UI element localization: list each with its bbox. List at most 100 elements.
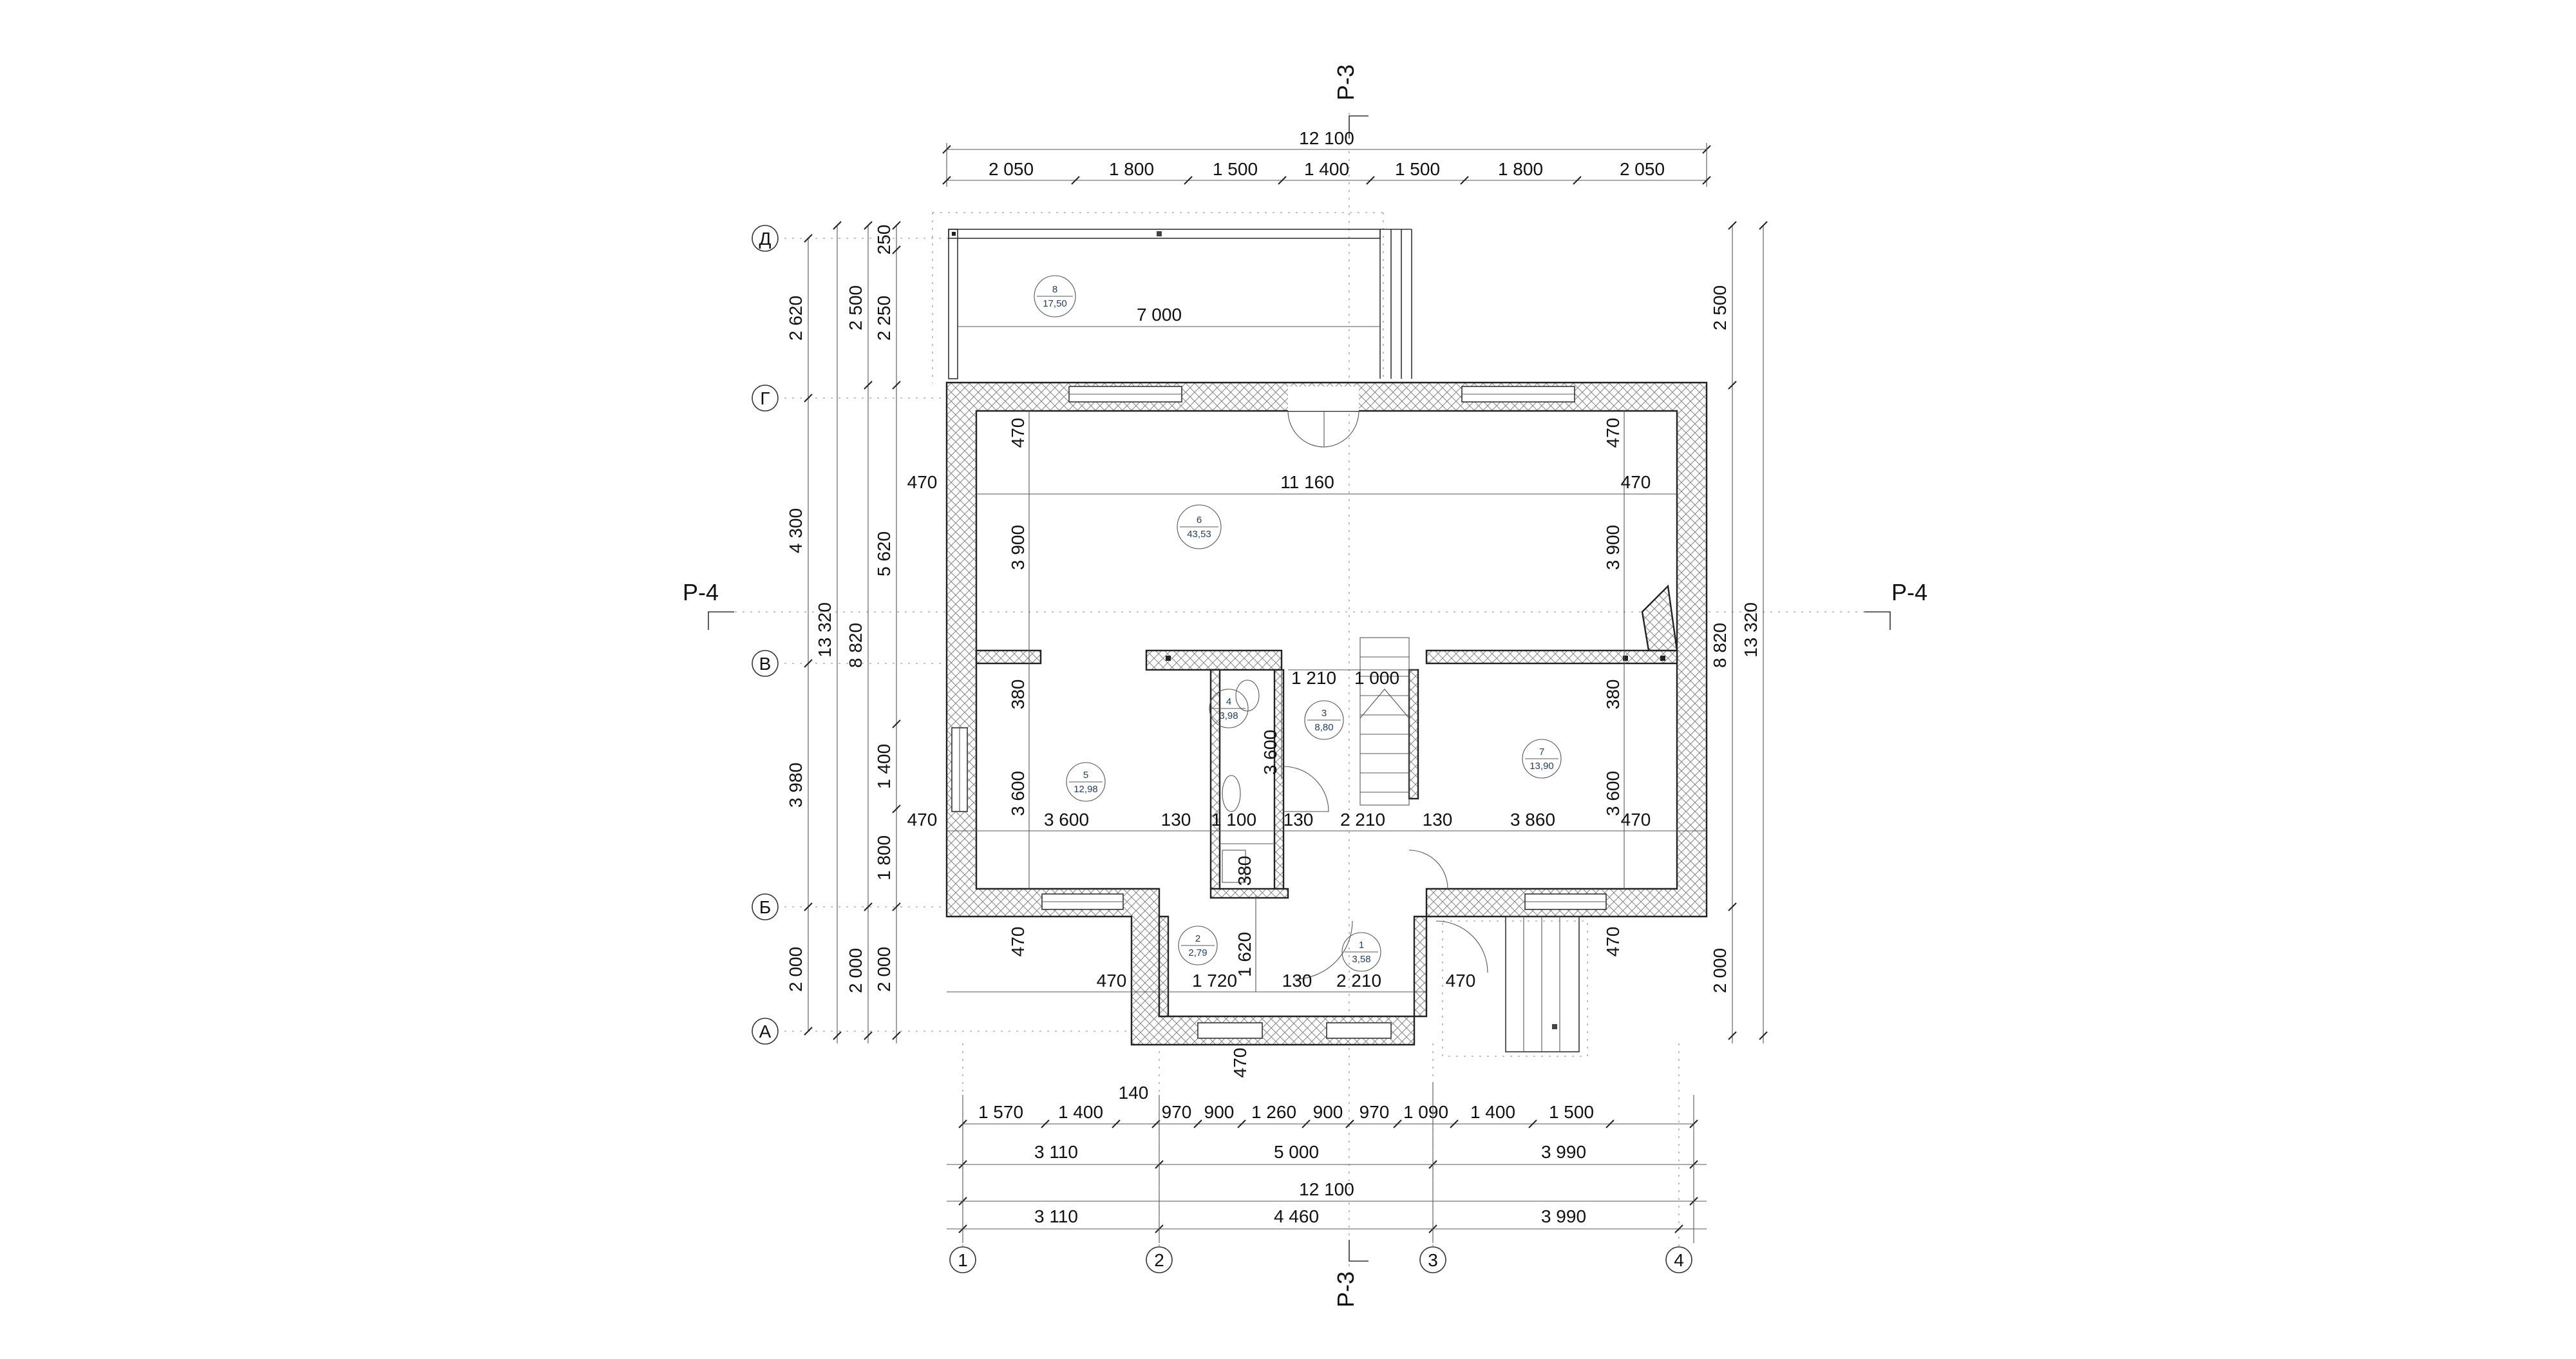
dim-row-470-left: 470 [907, 810, 938, 830]
svg-text:А: А [759, 1022, 772, 1041]
svg-text:2,79: 2,79 [1188, 947, 1207, 958]
dim-1000: 1 000 [1354, 668, 1399, 688]
svg-text:900: 900 [1313, 1102, 1343, 1122]
porch-steps [1442, 916, 1588, 1057]
dim-3900-left: 3 900 [1008, 525, 1028, 570]
svg-text:3 110: 3 110 [1034, 1142, 1078, 1162]
axis-bubble-v: В [752, 650, 779, 677]
svg-text:13 320: 13 320 [815, 602, 835, 658]
axis-bubble-g: Г [752, 385, 779, 412]
svg-text:Д: Д [759, 229, 772, 249]
terrace [948, 229, 1412, 379]
svg-text:2 000: 2 000 [786, 947, 806, 992]
svg-text:3,58: 3,58 [1352, 954, 1370, 965]
dim-row-2210: 2 210 [1340, 810, 1385, 830]
svg-text:2 050: 2 050 [989, 159, 1034, 179]
room-tag-5: 5 12,98 [1066, 762, 1106, 802]
stair [1359, 637, 1410, 806]
svg-text:970: 970 [1359, 1102, 1390, 1122]
axis-bubble-4: 4 [1665, 1246, 1692, 1273]
dim-row-130-a: 130 [1161, 810, 1191, 830]
dim-row-130-c: 130 [1423, 810, 1453, 830]
dim-row-130-b: 130 [1283, 810, 1314, 830]
dim-1210: 1 210 [1291, 668, 1336, 688]
dim-bath-380: 380 [1235, 856, 1255, 886]
section-label-bottom: Р-3 [1332, 1271, 1359, 1307]
svg-text:4: 4 [1674, 1250, 1684, 1270]
svg-text:Г: Г [760, 388, 770, 408]
dim-470-left: 470 [907, 472, 938, 492]
terrace-width-dim: 7 000 [1137, 305, 1182, 325]
exterior-walls [945, 381, 1708, 1046]
svg-text:3,98: 3,98 [1219, 710, 1238, 721]
svg-text:43,53: 43,53 [1187, 529, 1211, 540]
dim-porch-470-right: 470 [1446, 971, 1476, 991]
svg-text:970: 970 [1162, 1102, 1192, 1122]
svg-text:8 820: 8 820 [846, 623, 866, 668]
svg-text:4 460: 4 460 [1274, 1206, 1319, 1226]
dim-3600-mid: 3 600 [1260, 730, 1280, 775]
dim-porch-1720: 1 720 [1192, 971, 1237, 991]
dim-380-right: 380 [1603, 680, 1623, 710]
svg-text:1 500: 1 500 [1395, 159, 1440, 179]
svg-text:2 500: 2 500 [1710, 285, 1730, 330]
svg-text:900: 900 [1204, 1102, 1235, 1122]
svg-text:1: 1 [1359, 940, 1364, 951]
svg-text:4: 4 [1226, 696, 1231, 707]
bottom-dimension-row2: 3 110 5 000 3 990 [947, 1142, 1707, 1169]
dim-3600-right: 3 600 [1603, 771, 1623, 816]
room-tag-8: 8 17,50 [1034, 275, 1076, 318]
svg-text:2 000: 2 000 [874, 947, 894, 992]
dim-porch-470-right-v: 470 [1603, 927, 1623, 957]
dim-11160: 11 160 [1280, 472, 1334, 492]
bottom-dimension-row3: 12 100 [947, 1179, 1707, 1206]
svg-text:1 500: 1 500 [1213, 159, 1258, 179]
dim-row-3600: 3 600 [1044, 810, 1089, 830]
dim-row-1100: 1 100 [1211, 810, 1256, 830]
svg-text:140: 140 [1119, 1083, 1149, 1103]
interior-dim-lines [947, 411, 1707, 993]
svg-text:12,98: 12,98 [1074, 784, 1098, 795]
axis-bubble-b: Б [752, 893, 779, 920]
svg-text:3 110: 3 110 [1034, 1206, 1078, 1226]
svg-text:1 400: 1 400 [874, 744, 894, 789]
svg-text:1 400: 1 400 [1058, 1102, 1103, 1122]
fireplace [1641, 584, 1678, 652]
dim-porch-470-left: 470 [1097, 971, 1127, 991]
svg-text:8: 8 [1052, 284, 1057, 295]
room-tag-4: 4 3,98 [1209, 689, 1249, 728]
axis-bubble-1: 1 [949, 1246, 976, 1273]
bottom-extension-lines [962, 1082, 1694, 1243]
room-tag-6: 6 43,53 [1177, 504, 1222, 549]
svg-text:1 800: 1 800 [1498, 159, 1543, 179]
dim-row-3860: 3 860 [1510, 810, 1555, 830]
right-dimension-strings: 2 500 8 820 2 000 13 320 [1710, 221, 1768, 1043]
axis-grid [784, 212, 1680, 1248]
dim-porch-130: 130 [1282, 971, 1312, 991]
svg-text:1 090: 1 090 [1403, 1102, 1448, 1122]
svg-text:2: 2 [1154, 1250, 1164, 1270]
svg-text:2 000: 2 000 [1710, 948, 1730, 993]
svg-text:3: 3 [1428, 1250, 1438, 1270]
section-label-top: Р-3 [1332, 64, 1359, 100]
room-tag-7: 7 13,90 [1522, 739, 1562, 779]
dim-3600-left: 3 600 [1008, 771, 1028, 816]
svg-text:13 320: 13 320 [1741, 602, 1761, 658]
dim-470-top-left: 470 [1008, 418, 1028, 448]
svg-text:8 820: 8 820 [1710, 623, 1730, 668]
dim-porch-2210: 2 210 [1336, 971, 1381, 991]
axis-bubble-2: 2 [1146, 1246, 1173, 1273]
svg-text:3 990: 3 990 [1541, 1206, 1586, 1226]
section-lines [708, 113, 1891, 1288]
room-tag-3: 3 8,80 [1304, 700, 1344, 740]
dim-porch-470-bottom: 470 [1230, 1048, 1250, 1078]
left-dimension-col2: 13 320 2 500 8 820 2 000 [815, 221, 873, 1043]
svg-text:2: 2 [1195, 933, 1200, 944]
section-label-left: Р-4 [683, 579, 719, 605]
svg-text:5 620: 5 620 [874, 531, 894, 576]
section-label-right: Р-4 [1891, 579, 1927, 605]
left-dimension-col1: 2 620 4 300 3 980 2 000 [786, 234, 813, 1036]
axis-bubble-3: 3 [1419, 1246, 1446, 1273]
svg-text:2 620: 2 620 [786, 296, 806, 341]
